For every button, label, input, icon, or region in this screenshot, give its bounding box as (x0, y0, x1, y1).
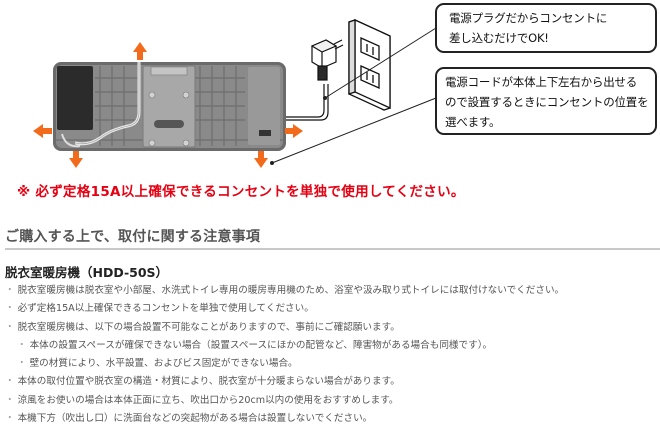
note-text: 壁の材質により、水平設置、およびビス固定ができない場合。 (29, 358, 298, 370)
outlet-warning: ※ 必ず定格15A以上確保できるコンセントを単独で使用してください。 (17, 180, 465, 200)
note-text: 涼風をお使いの場合は本体正面に立ち、吹出口から20cm以内の使用をおすすめします… (17, 394, 399, 406)
note-text: 本体の取付位置や脱衣室の構造・材質により、脱衣室が十分暖まらない場合があります。 (17, 376, 400, 388)
power-cord-illustration (286, 84, 329, 121)
installation-figure: 電源プラグだからコンセントに 差し込むだけでOK! 電源コードが本体上下左右から… (0, 0, 660, 175)
warning-mark: ※ (17, 184, 31, 200)
bullet-icon: ・ (5, 285, 15, 296)
note-item: ・脱衣室暖房機は脱衣室や小部屋、水洗式トイレ専用の暖房専用機のため、浴室や汲み取… (5, 282, 564, 300)
bullet-icon: ・ (5, 413, 15, 425)
product-title: 脱衣室暖房機（HDD-50S） (5, 265, 169, 280)
note-item: ・本体の取付位置や脱衣室の構造・材質により、脱衣室が十分暖まらない場合があります… (5, 373, 564, 391)
section-divider (5, 248, 660, 250)
callout-text: 電源コードが本体上下左右から出せる (445, 75, 638, 89)
note-text: 本体の設置スペースが確保できない場合（設置スペースにほかの配管など、障害物がある… (29, 339, 493, 351)
callout-cord-direction: 電源コードが本体上下左右から出せる ので設置するときにコンセントの位置を 選べま… (435, 67, 657, 135)
note-item: ・脱衣室暖房機は、以下の場合設置不可能なことがありますので、事前にご確認願います… (5, 319, 564, 337)
note-item: ・涼風をお使いの場合は本体正面に立ち、吹出口から20cm以内の使用をおすすめしま… (5, 392, 564, 410)
callout-leader-lines (270, 27, 437, 165)
note-subitem: ・壁の材質により、水平設置、およびビス固定ができない場合。 (5, 355, 564, 373)
bullet-icon: ・ (17, 358, 27, 370)
callout-plug-in: 電源プラグだからコンセントに 差し込むだけでOK! (435, 3, 657, 53)
note-subitem: ・本体の設置スペースが確保できない場合（設置スペースにほかの配管など、障害物があ… (5, 337, 564, 355)
bullet-icon: ・ (5, 394, 15, 406)
note-item: ・本機下方（吹出し口）に洗面台などの突起物がある場合は設置しないでください。 (5, 410, 564, 428)
note-text: 必ず定格15A以上確保できるコンセントを単独で使用してください。 (17, 303, 314, 315)
callout-text: 電源プラグだからコンセントに (449, 11, 608, 25)
bullet-icon: ・ (5, 376, 15, 388)
caution-notes-list: ・脱衣室暖房機は脱衣室や小部屋、水洗式トイレ専用の暖房専用機のため、浴室や汲み取… (5, 282, 564, 428)
section-heading: ご購入する上で、取付に関する注意事項 (5, 229, 261, 245)
bullet-icon: ・ (5, 303, 15, 315)
callout-text: 選べます。 (445, 115, 501, 129)
callout-text: ので設置するときにコンセントの位置を (445, 95, 649, 109)
power-plug-illustration (310, 39, 344, 81)
note-text: 脱衣室暖房機は脱衣室や小部屋、水洗式トイレ専用の暖房専用機のため、浴室や汲み取り… (17, 285, 565, 296)
cord-direction-arrows (33, 42, 303, 168)
heater-diagram (33, 18, 437, 168)
note-text: 本機下方（吹出し口）に洗面台などの突起物がある場合は設置しないでください。 (17, 413, 373, 425)
note-item: ・必ず定格15A以上確保できるコンセントを単独で使用してください。 (5, 300, 564, 318)
heater-back-panel-illustration (53, 62, 286, 151)
callout-text: 差し込むだけでOK! (449, 31, 549, 45)
note-text: 脱衣室暖房機は、以下の場合設置不可能なことがありますので、事前にご確認願います。 (17, 321, 400, 333)
bullet-icon: ・ (17, 339, 27, 351)
warning-text: 必ず定格15A以上確保できるコンセントを単独で使用してください。 (35, 184, 465, 200)
bullet-icon: ・ (5, 321, 15, 333)
wall-outlet-illustration (348, 18, 391, 111)
